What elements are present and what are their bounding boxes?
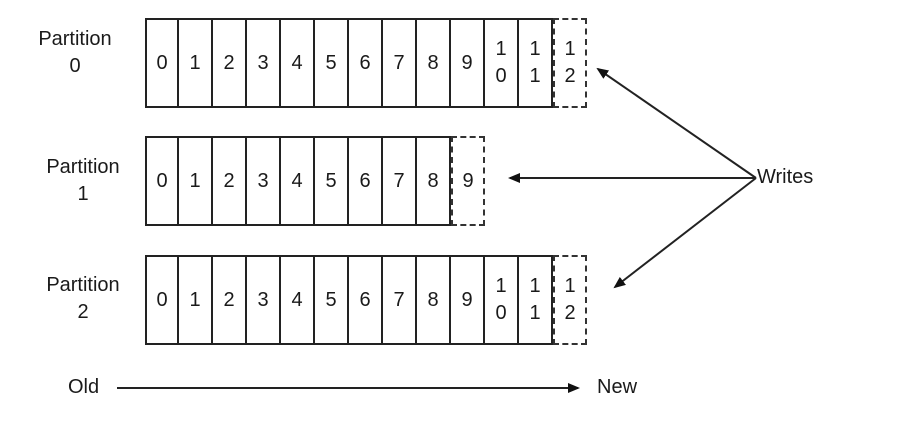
offset-value: 4 [291,169,303,192]
partition-2-offset-cell: 9 [451,255,485,345]
offset-value: 1 [189,169,201,192]
offset-value: 5 [325,288,337,311]
offset-value: 8 [427,288,439,311]
offset-value: 7 [393,169,405,192]
offset-value: 5 [325,169,337,192]
offset-value: 0 [156,51,168,74]
partition-label-1-title: Partition [46,156,120,178]
partition-0-offset-cell: 9 [451,18,485,108]
offset-value: 4 [291,51,303,74]
partition-1-offset-cell: 0 [145,136,179,226]
offset-value: 9 [461,51,473,74]
partition-2-offset-cell: 1 0 [485,255,519,345]
offset-value: 7 [393,51,405,74]
offset-value: 4 [291,288,303,311]
offset-value: 1 1 [529,275,541,324]
offset-value: 9 [462,169,474,192]
write-arrow-partition-2 [613,177,757,289]
partition-2-next-offset: 1 2 [553,255,587,345]
offset-value: 3 [257,51,269,74]
partition-0-offset-cell: 5 [315,18,349,108]
partition-1-offset-cell: 3 [247,136,281,226]
offset-value: 1 0 [495,275,507,324]
partition-2-offset-cell: 4 [281,255,315,345]
partition-0-offset-cell: 0 [145,18,179,108]
partition-label-1: Partition 1 [28,154,138,208]
partition-0-next-offset: 1 2 [553,18,587,108]
partition-label-1-number: 1 [77,183,89,205]
partition-label-2-title: Partition [46,274,120,296]
partition-2-offset-cell: 5 [315,255,349,345]
partition-2-offset-cell: 8 [417,255,451,345]
partition-label-0-number: 0 [69,55,81,77]
partition-1-offset-cell: 6 [349,136,383,226]
partition-0-offset-cell: 2 [213,18,247,108]
offset-value: 2 [223,169,235,192]
offset-value: 1 2 [564,275,576,324]
offset-value: 7 [393,288,405,311]
partition-2-offset-cell: 2 [213,255,247,345]
offset-value: 9 [461,288,473,311]
partition-2-offset-cell: 6 [349,255,383,345]
offset-value: 0 [156,288,168,311]
partition-label-0-title: Partition [38,28,112,50]
offset-value: 1 0 [495,38,507,87]
partition-0-offset-cell: 1 [179,18,213,108]
partition-2-offset-cell: 1 1 [519,255,553,345]
partition-1-offset-cell: 5 [315,136,349,226]
offset-value: 0 [156,169,168,192]
partition-label-0: Partition 0 [20,26,130,80]
partition-0-offset-cell: 8 [417,18,451,108]
timeline-new-label: New [597,376,638,398]
offset-value: 3 [257,288,269,311]
offset-value: 6 [359,169,371,192]
partition-0-offset-cell: 1 1 [519,18,553,108]
offset-value: 1 [189,51,201,74]
partition-0-offset-cell: 6 [349,18,383,108]
offset-value: 1 [189,288,201,311]
partition-1-offset-cell: 7 [383,136,417,226]
partition-0-offset-cell: 4 [281,18,315,108]
partition-label-2: Partition 2 [28,272,138,326]
timeline-old-label: Old [68,376,100,398]
partition-1-offset-cell: 2 [213,136,247,226]
offset-value: 5 [325,51,337,74]
partition-1-offset-cell: 1 [179,136,213,226]
offset-value: 1 2 [564,38,576,87]
partition-0-offset-cell: 7 [383,18,417,108]
partition-1-offset-cell: 4 [281,136,315,226]
partition-2-offset-cell: 3 [247,255,281,345]
partition-0-offset-cell: 3 [247,18,281,108]
partition-2-offset-cell: 0 [145,255,179,345]
partition-0-offset-cell: 1 0 [485,18,519,108]
partition-1-next-offset: 9 [451,136,485,226]
writes-label: Writes [757,166,814,188]
partition-2-offset-cell: 1 [179,255,213,345]
offset-value: 1 1 [529,38,541,87]
write-arrow-partition-0 [596,67,757,179]
offset-value: 8 [427,169,439,192]
partition-2-offset-cell: 7 [383,255,417,345]
offset-value: 2 [223,51,235,74]
partition-1-offset-cell: 8 [417,136,451,226]
partition-label-2-number: 2 [77,301,89,323]
offset-value: 6 [359,51,371,74]
offset-value: 6 [359,288,371,311]
offset-value: 2 [223,288,235,311]
offset-value: 3 [257,169,269,192]
offset-value: 8 [427,51,439,74]
